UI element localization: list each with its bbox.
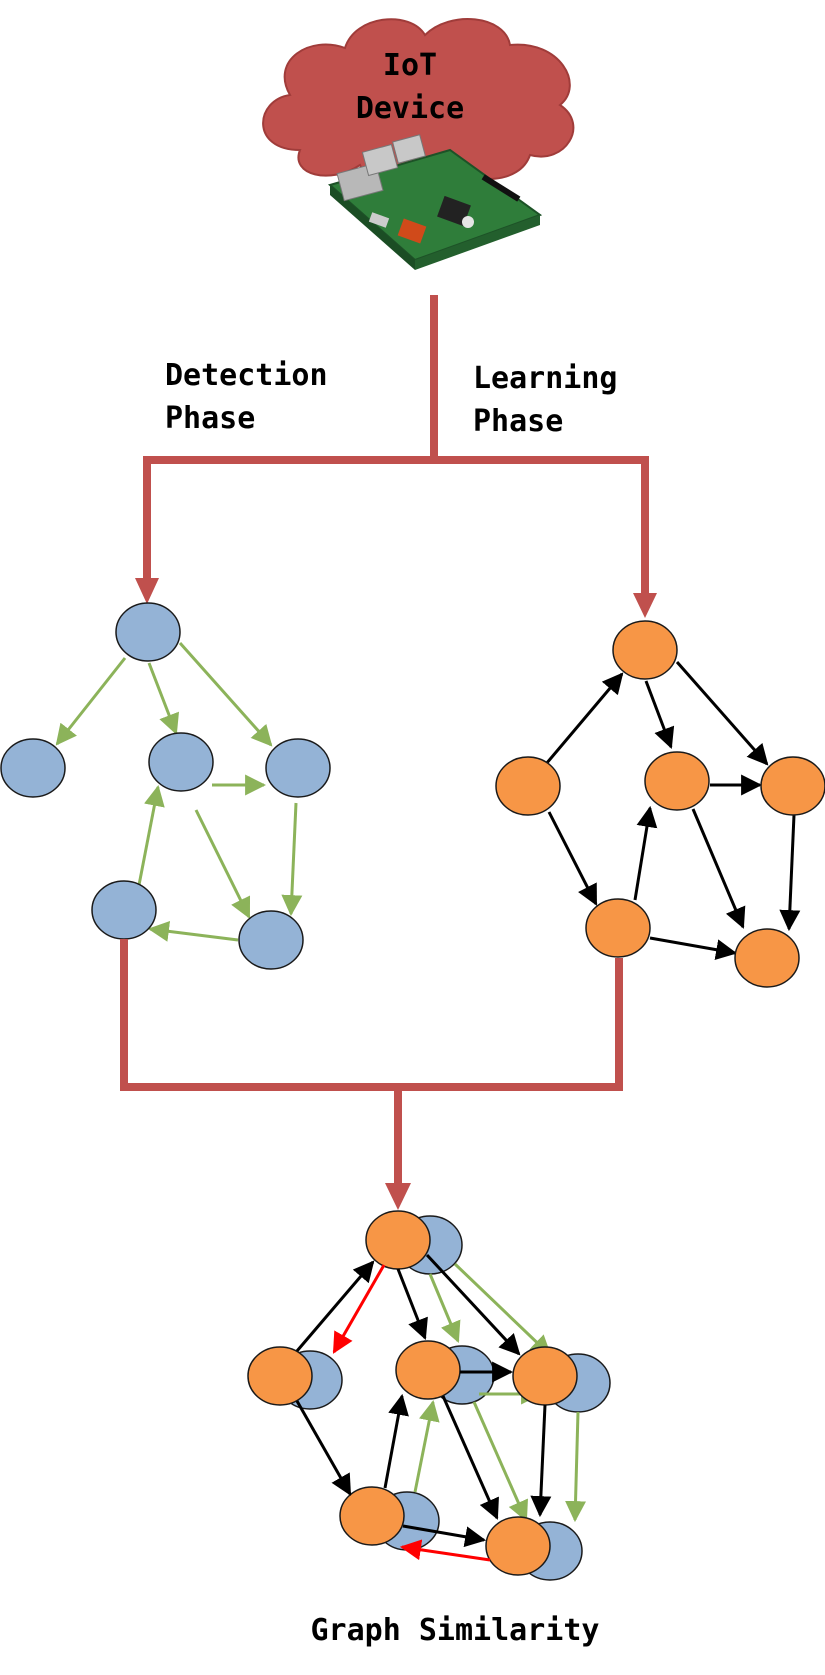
graph-node — [644, 751, 710, 811]
flow-arrowhead-learning — [633, 593, 657, 618]
graph-node — [585, 898, 651, 958]
graph-node — [495, 756, 561, 816]
detection-phase-label-line1: Detection — [165, 358, 328, 393]
detection-phase-label-line2: Phase — [165, 401, 255, 436]
graph-node — [395, 1340, 461, 1400]
edge — [281, 802, 303, 917]
edge — [295, 1400, 352, 1496]
graph-similarity-title: Graph Similarity — [311, 1613, 600, 1648]
edge — [649, 936, 738, 961]
iot-device-cloud: IoT Device — [262, 18, 575, 187]
graph-node — [512, 1346, 578, 1406]
edge — [147, 920, 239, 942]
graph-node — [485, 1516, 551, 1576]
flow-lines-top — [143, 295, 649, 595]
graph-node — [760, 756, 825, 816]
edge — [399, 1539, 491, 1562]
graph-node — [365, 1210, 431, 1270]
edge — [530, 1404, 552, 1518]
flow-arrowhead-merge — [385, 1183, 411, 1210]
edge — [472, 1401, 528, 1522]
learning-phase-label-line1: Learning — [473, 361, 618, 396]
similarity-black-edges — [295, 1253, 552, 1548]
similarity-red-edges — [332, 1264, 491, 1562]
graph-node — [339, 1486, 405, 1546]
cloud-label-line1: IoT — [383, 48, 437, 83]
edge — [779, 814, 801, 932]
graph-node — [265, 738, 331, 798]
graph-node — [612, 620, 678, 680]
graph-node — [0, 738, 66, 798]
edge — [691, 808, 746, 929]
learning-phase-label-line2: Phase — [473, 404, 563, 439]
cloud-label-line2: Device — [356, 91, 464, 126]
learning-graph — [495, 620, 825, 988]
edge — [425, 1253, 521, 1356]
edge — [295, 1260, 375, 1352]
edge — [396, 1268, 428, 1340]
edge — [332, 1264, 386, 1354]
edge — [428, 1273, 461, 1343]
graph-node — [91, 880, 157, 940]
similarity-graph — [247, 1210, 611, 1581]
graph-node — [247, 1346, 313, 1406]
edge — [194, 809, 251, 919]
edge — [383, 1393, 409, 1489]
edge — [147, 662, 179, 735]
graph-node — [148, 732, 214, 792]
detection-graph-edges — [55, 642, 303, 942]
edge — [644, 680, 675, 749]
flow-arrowhead-detection — [135, 578, 159, 604]
graph-node — [238, 910, 304, 970]
edge — [178, 642, 273, 747]
detection-graph — [0, 602, 331, 970]
edge — [453, 1262, 552, 1357]
edge — [633, 805, 658, 901]
edge — [402, 1524, 487, 1548]
edge — [413, 1399, 440, 1493]
raspberry-pi-board-icon — [327, 134, 543, 270]
edge — [55, 657, 127, 746]
graph-node — [734, 928, 800, 988]
learning-graph-edges — [544, 661, 801, 961]
edge — [544, 672, 624, 765]
flow-lines-merge — [120, 939, 623, 1185]
edge — [565, 1411, 587, 1523]
edge — [137, 784, 165, 886]
graph-node — [115, 602, 181, 662]
edge — [675, 661, 769, 766]
edge — [547, 811, 598, 906]
edge — [441, 1395, 499, 1520]
